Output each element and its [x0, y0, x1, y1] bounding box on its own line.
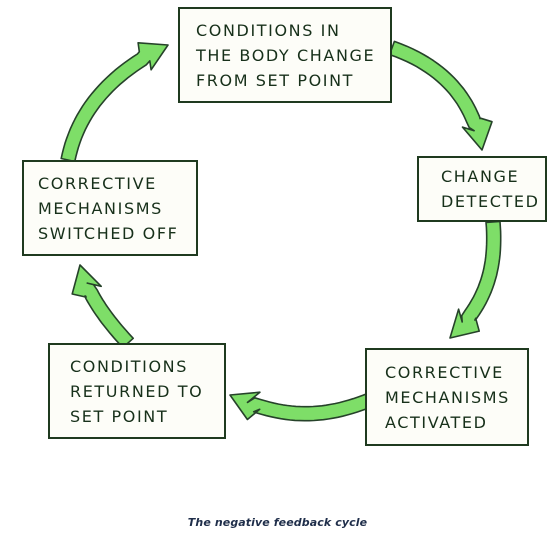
box-text-line: ACTIVATED — [385, 412, 488, 432]
box-text-line: DETECTED — [441, 192, 540, 211]
box-text-line: CONDITIONS IN — [196, 20, 341, 40]
box-returned-to-set-point: CONDITIONS RETURNED TO SET POINT — [48, 343, 226, 439]
cycle-arrows — [60, 40, 502, 422]
box-text-line: MECHANISMS — [385, 387, 510, 407]
arrow-switched-off-to-top — [60, 42, 169, 163]
box-change-detected: CHANGE DETECTED — [417, 156, 547, 222]
diagram-caption: The negative feedback cycle — [187, 516, 368, 529]
arrow-activated-to-returned — [229, 391, 374, 422]
box-text-line: SWITCHED OFF — [38, 223, 179, 243]
arrow-top-to-change-detected — [388, 40, 493, 151]
box-text-line: CORRECTIVE — [385, 362, 504, 382]
box-text-line: CHANGE — [441, 167, 520, 186]
box-text-line: THE BODY CHANGE — [196, 45, 376, 65]
box-text-line: FROM SET POINT — [196, 70, 355, 90]
box-text-line: CONDITIONS — [70, 356, 188, 376]
box-text-line: SET POINT — [70, 406, 169, 426]
box-mechanisms-activated: CORRECTIVE MECHANISMS ACTIVATED — [365, 348, 529, 446]
arrow-detected-to-activated — [449, 220, 502, 339]
box-text-line: RETURNED TO — [70, 381, 204, 401]
box-text-line: MECHANISMS — [38, 198, 163, 218]
box-text-line: CORRECTIVE — [38, 173, 157, 193]
box-conditions-change: CONDITIONS IN THE BODY CHANGE FROM SET P… — [178, 7, 392, 103]
box-mechanisms-switched-off: CORRECTIVE MECHANISMS SWITCHED OFF — [22, 160, 198, 256]
arrow-returned-to-switched-off — [71, 264, 134, 349]
